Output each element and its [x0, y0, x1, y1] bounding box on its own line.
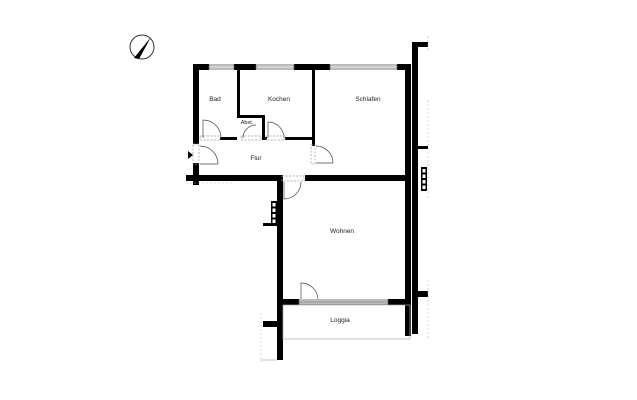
guide-lines [186, 36, 429, 362]
room-label-loggia: Loggia [330, 317, 350, 324]
north-arrow-icon [129, 34, 155, 60]
room-label-bad: Bad [209, 96, 221, 103]
doors [192, 119, 334, 300]
walls [186, 42, 428, 360]
entrance-arrow-icon [188, 151, 193, 159]
room-label-wohnen: Wohnen [330, 228, 354, 235]
room-label-abst: Abst. [241, 120, 254, 126]
room-label-schlafen: Schlafen [355, 96, 381, 103]
windows [208, 64, 398, 305]
room-label-flur: Flur [250, 155, 262, 162]
room-label-kochen: Kochen [268, 96, 290, 103]
stairs [263, 167, 427, 226]
